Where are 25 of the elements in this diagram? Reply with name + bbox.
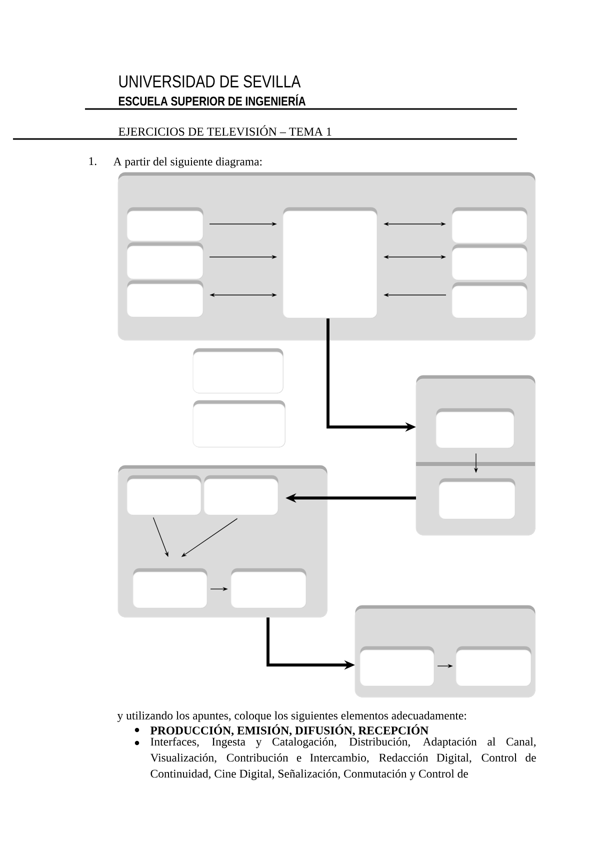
bullet-item: PRODUCCIÓN, EMISIÓN, DIFUSIÓN, RECEPCIÓN (150, 724, 428, 736)
instruction-text: A partir del siguiente diagrama: (113, 157, 262, 168)
box (230, 568, 306, 608)
box (204, 475, 278, 516)
box (192, 400, 286, 448)
header-course: EJERCICIOS DE TELEVISIÓN – TEMA 1 (118, 125, 332, 136)
box (192, 348, 284, 394)
box (126, 207, 204, 242)
box (436, 408, 514, 448)
header-title: UNIVERSIDAD DE SEVILLA (119, 75, 301, 88)
box (132, 568, 208, 608)
box (126, 280, 204, 318)
box (456, 646, 532, 686)
box (126, 242, 204, 280)
header-subtitle: ESCUELA SUPERIOR DE INGENIERÍA (118, 94, 306, 106)
box (452, 244, 528, 280)
box (126, 475, 202, 516)
instruction-text: y utilizando los apuntes, coloque los siguientes elementos adecuadamente: (117, 711, 466, 722)
bullet-item: Interfaces, Ingesta y Catalogación, Distribución, Adaptación al Canal, Visualización, Contribución e Intercambio, Redacción Digital, Control de Continuidad, Cine Digital, Señalización, Conmutación y Control de (150, 737, 536, 780)
box (360, 646, 434, 686)
box (438, 478, 516, 520)
box (452, 207, 528, 244)
box (452, 282, 528, 318)
item-number: 1. (89, 157, 96, 166)
box (282, 207, 378, 318)
